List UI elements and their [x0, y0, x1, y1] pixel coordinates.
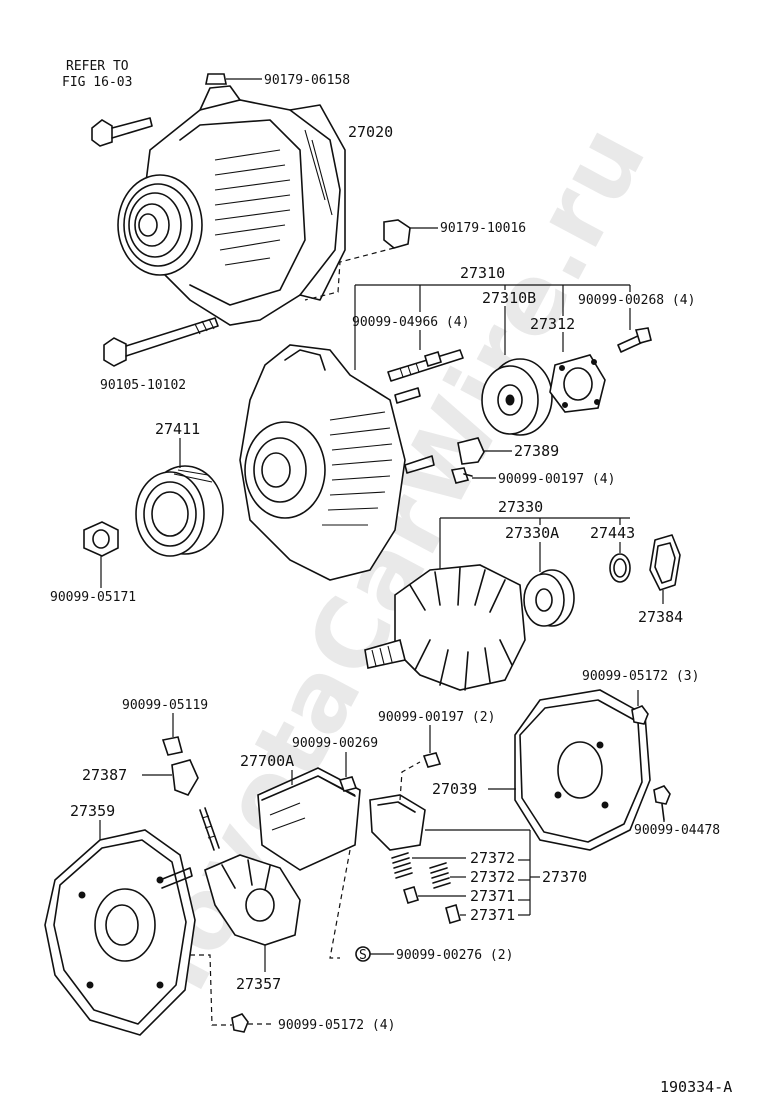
screw-90099-04478 — [653, 785, 671, 822]
label-90099-04966: 90099-04966 (4) — [352, 315, 469, 330]
brush-holder-27370 — [369, 794, 540, 916]
brush-27371-a — [402, 886, 466, 904]
bearing-27310b — [481, 358, 553, 436]
label-90099-00276: 90099-00276 (2) — [396, 948, 513, 963]
rear-cover-27039 — [488, 689, 651, 851]
label-90099-05119: 90099-05119 — [122, 698, 208, 713]
screw-90099-00197-2 — [422, 725, 442, 768]
guide-dash-frame — [190, 954, 232, 1026]
label-27310: 27310 — [460, 264, 505, 282]
svg-text:S: S — [359, 948, 367, 963]
label-90099-04478: 90099-04478 — [634, 823, 720, 838]
screw-90099-00269 — [338, 752, 358, 792]
note-line-2: FIG 16-03 — [62, 75, 132, 90]
screw-90099-00197-4 — [450, 467, 496, 484]
cover-27443 — [609, 542, 631, 583]
label-90099-00268: 90099-00268 (4) — [578, 293, 695, 308]
pulley-27411 — [135, 438, 224, 557]
label-90179-06158: 90179-06158 — [264, 73, 350, 88]
label-90105-10102: 90105-10102 — [100, 378, 186, 393]
stud-90099-04966 — [387, 349, 464, 382]
label-27310b: 27310B — [482, 289, 536, 307]
label-90099-05171: 90099-05171 — [50, 590, 136, 605]
screw-90099-00268 — [617, 327, 652, 353]
label-90099-05172-3: 90099-05172 (3) — [582, 669, 699, 684]
spring-27372-b — [429, 862, 466, 889]
label-27370: 27370 — [542, 868, 587, 886]
rotor-27330 — [364, 517, 630, 691]
note-line-1: REFER TO — [66, 59, 129, 74]
screw-90099-05172-3 — [631, 690, 649, 725]
label-27700a: 27700A — [240, 752, 294, 770]
figure-id: 190334-A — [660, 1078, 732, 1096]
label-27371-a: 27371 — [470, 887, 515, 905]
label-90099-00197-2: 90099-00197 (2) — [378, 710, 495, 725]
nut-90099-05171 — [83, 521, 119, 588]
rectifier-end-frame-27359 — [44, 820, 196, 1036]
ring-27384 — [649, 534, 681, 604]
label-27330: 27330 — [498, 498, 543, 516]
label-27359: 27359 — [70, 802, 115, 820]
alternator-assembly — [91, 73, 438, 367]
label-90099-05172-4: 90099-05172 (4) — [278, 1018, 395, 1033]
brush-27371-b — [445, 903, 466, 925]
label-27372-b: 27372 — [470, 868, 515, 886]
label-27039: 27039 — [432, 780, 477, 798]
label-27411: 27411 — [155, 420, 200, 438]
insulator-27389 — [457, 437, 512, 465]
label-27387: 27387 — [82, 766, 127, 784]
rectifier-27357 — [199, 807, 301, 972]
retainer-27312 — [549, 354, 606, 413]
label-27443: 27443 — [590, 524, 635, 542]
label-27312: 27312 — [530, 315, 575, 333]
label-27357: 27357 — [236, 975, 281, 993]
label-27372-a: 27372 — [470, 849, 515, 867]
label-90099-00269: 90099-00269 — [292, 736, 378, 751]
terminal-27387 — [142, 713, 199, 796]
spring-27372-a — [391, 852, 466, 879]
label-27371-b: 27371 — [470, 906, 515, 924]
label-90099-00197-4: 90099-00197 (4) — [498, 472, 615, 487]
label-27384: 27384 — [638, 608, 683, 626]
label-90179-10016: 90179-10016 — [440, 221, 526, 236]
screw-90099-05172-4 — [231, 1013, 275, 1033]
label-27389: 27389 — [514, 442, 559, 460]
callout-27310-bracket — [354, 284, 631, 370]
guide-dash-holder — [399, 761, 421, 801]
label-27020: 27020 — [348, 123, 393, 141]
bearing-27330a — [523, 542, 575, 627]
drive-end-frame — [239, 344, 435, 581]
screw-90099-00276: S — [355, 946, 394, 963]
label-27330a: 27330A — [505, 524, 559, 542]
guide-dash-regulator — [329, 849, 351, 959]
